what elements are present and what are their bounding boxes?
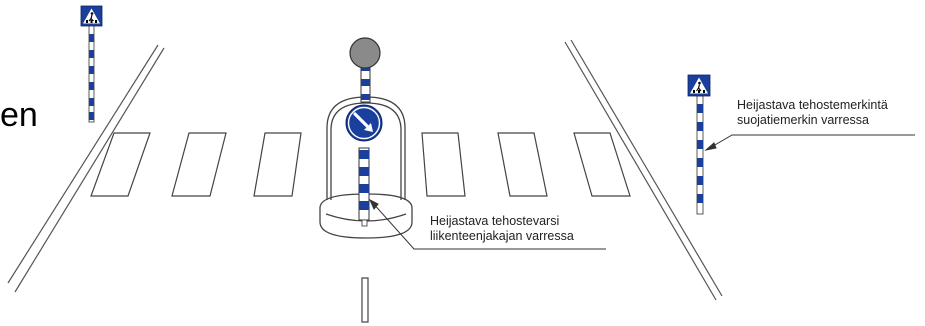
callout-center-line2: liikenteenjakajan varressa [430, 229, 574, 243]
crosswalk-stripe [253, 132, 302, 197]
crosswalk-stripes [90, 132, 631, 197]
crosswalk-stripe [171, 132, 227, 197]
callout-leader-right [704, 134, 915, 151]
reflective-sleeve-center [358, 147, 370, 227]
callout-center-label: Heijastava tehostevarsi liikenteenjakaja… [430, 214, 574, 244]
pedestrian-crossing-sign-icon [687, 74, 711, 97]
pedestrian-crossing-sign-icon [80, 5, 103, 27]
crosswalk-stripe [497, 132, 548, 197]
lane-divider-dash [361, 277, 369, 323]
beacon-lamp-icon [349, 37, 381, 69]
callout-leader-center [368, 198, 606, 250]
callout-right-line1: Heijastava tehostemerkintä [737, 98, 888, 112]
callout-right-line2: suojatiemerkin varressa [737, 113, 869, 127]
keep-right-arrow-sign-icon [345, 104, 383, 142]
left-text-fragment: en [0, 96, 38, 134]
left-crossing-sign-post [88, 23, 95, 123]
callout-right-label: Heijastava tehostemerkintä suojatiemerki… [737, 98, 888, 128]
right-crossing-sign-post [696, 95, 704, 215]
crosswalk-stripe [90, 132, 151, 197]
road-edge-left [7, 44, 165, 293]
road-edge-right [564, 39, 723, 301]
crosswalk-stripe [573, 132, 631, 197]
crosswalk-stripe [421, 132, 466, 197]
callout-center-line1: Heijastava tehostevarsi [430, 214, 560, 228]
